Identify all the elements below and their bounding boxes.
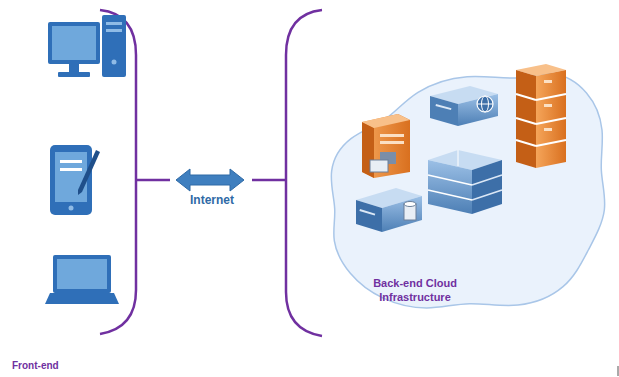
double-arrow — [176, 169, 244, 191]
bracket-stub — [136, 179, 170, 182]
bracket-stub — [252, 179, 286, 182]
cloud-shape — [331, 74, 604, 308]
server-stack — [516, 64, 566, 168]
cloud-region: Back-end Cloud Infrastructure — [318, 60, 614, 318]
back-bracket — [286, 10, 322, 336]
cloud-caption: Back-end Cloud Infrastructure — [363, 276, 467, 304]
tablet-icon — [50, 145, 100, 215]
server-rack — [428, 150, 502, 214]
edge-tick — [618, 366, 619, 376]
server-tower — [362, 114, 410, 178]
group-label: Front-end — [12, 360, 59, 371]
laptop-icon — [45, 255, 119, 304]
cloud-outline — [318, 60, 614, 318]
link-label: Internet — [190, 193, 234, 207]
desktop-icon — [48, 15, 126, 77]
